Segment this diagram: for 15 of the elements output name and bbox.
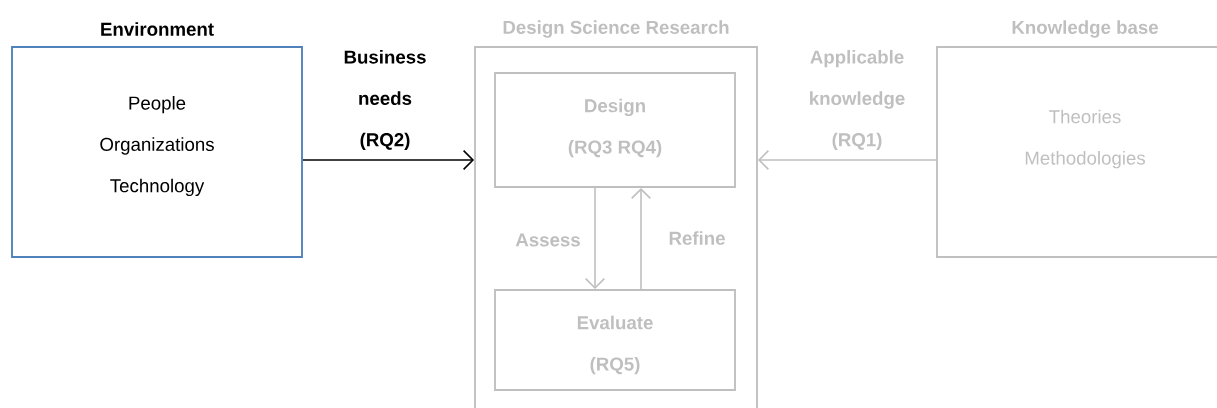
box-heading: Environment: [101, 22, 214, 36]
process-box: Design (RQ3 RQ4): [494, 72, 736, 188]
arrow: [302, 149, 475, 171]
arrow: [630, 187, 652, 290]
entity-box: Theories Methodologies: [936, 46, 1217, 258]
entity-box: People Organizations Technology: [11, 46, 303, 258]
edge-label: Business needs (RQ2): [344, 49, 426, 151]
arrow: [757, 149, 937, 171]
edge-label: Applicable knowledge (RQ1): [810, 49, 905, 151]
box-heading: Design Science Research: [503, 20, 729, 38]
box-heading: Knowledge base: [1012, 20, 1158, 38]
process-box: Evaluate (RQ5): [494, 289, 736, 391]
arrow: [584, 187, 606, 290]
edge-label: Refine: [667, 229, 727, 247]
edge-label: Assess: [515, 233, 580, 247]
